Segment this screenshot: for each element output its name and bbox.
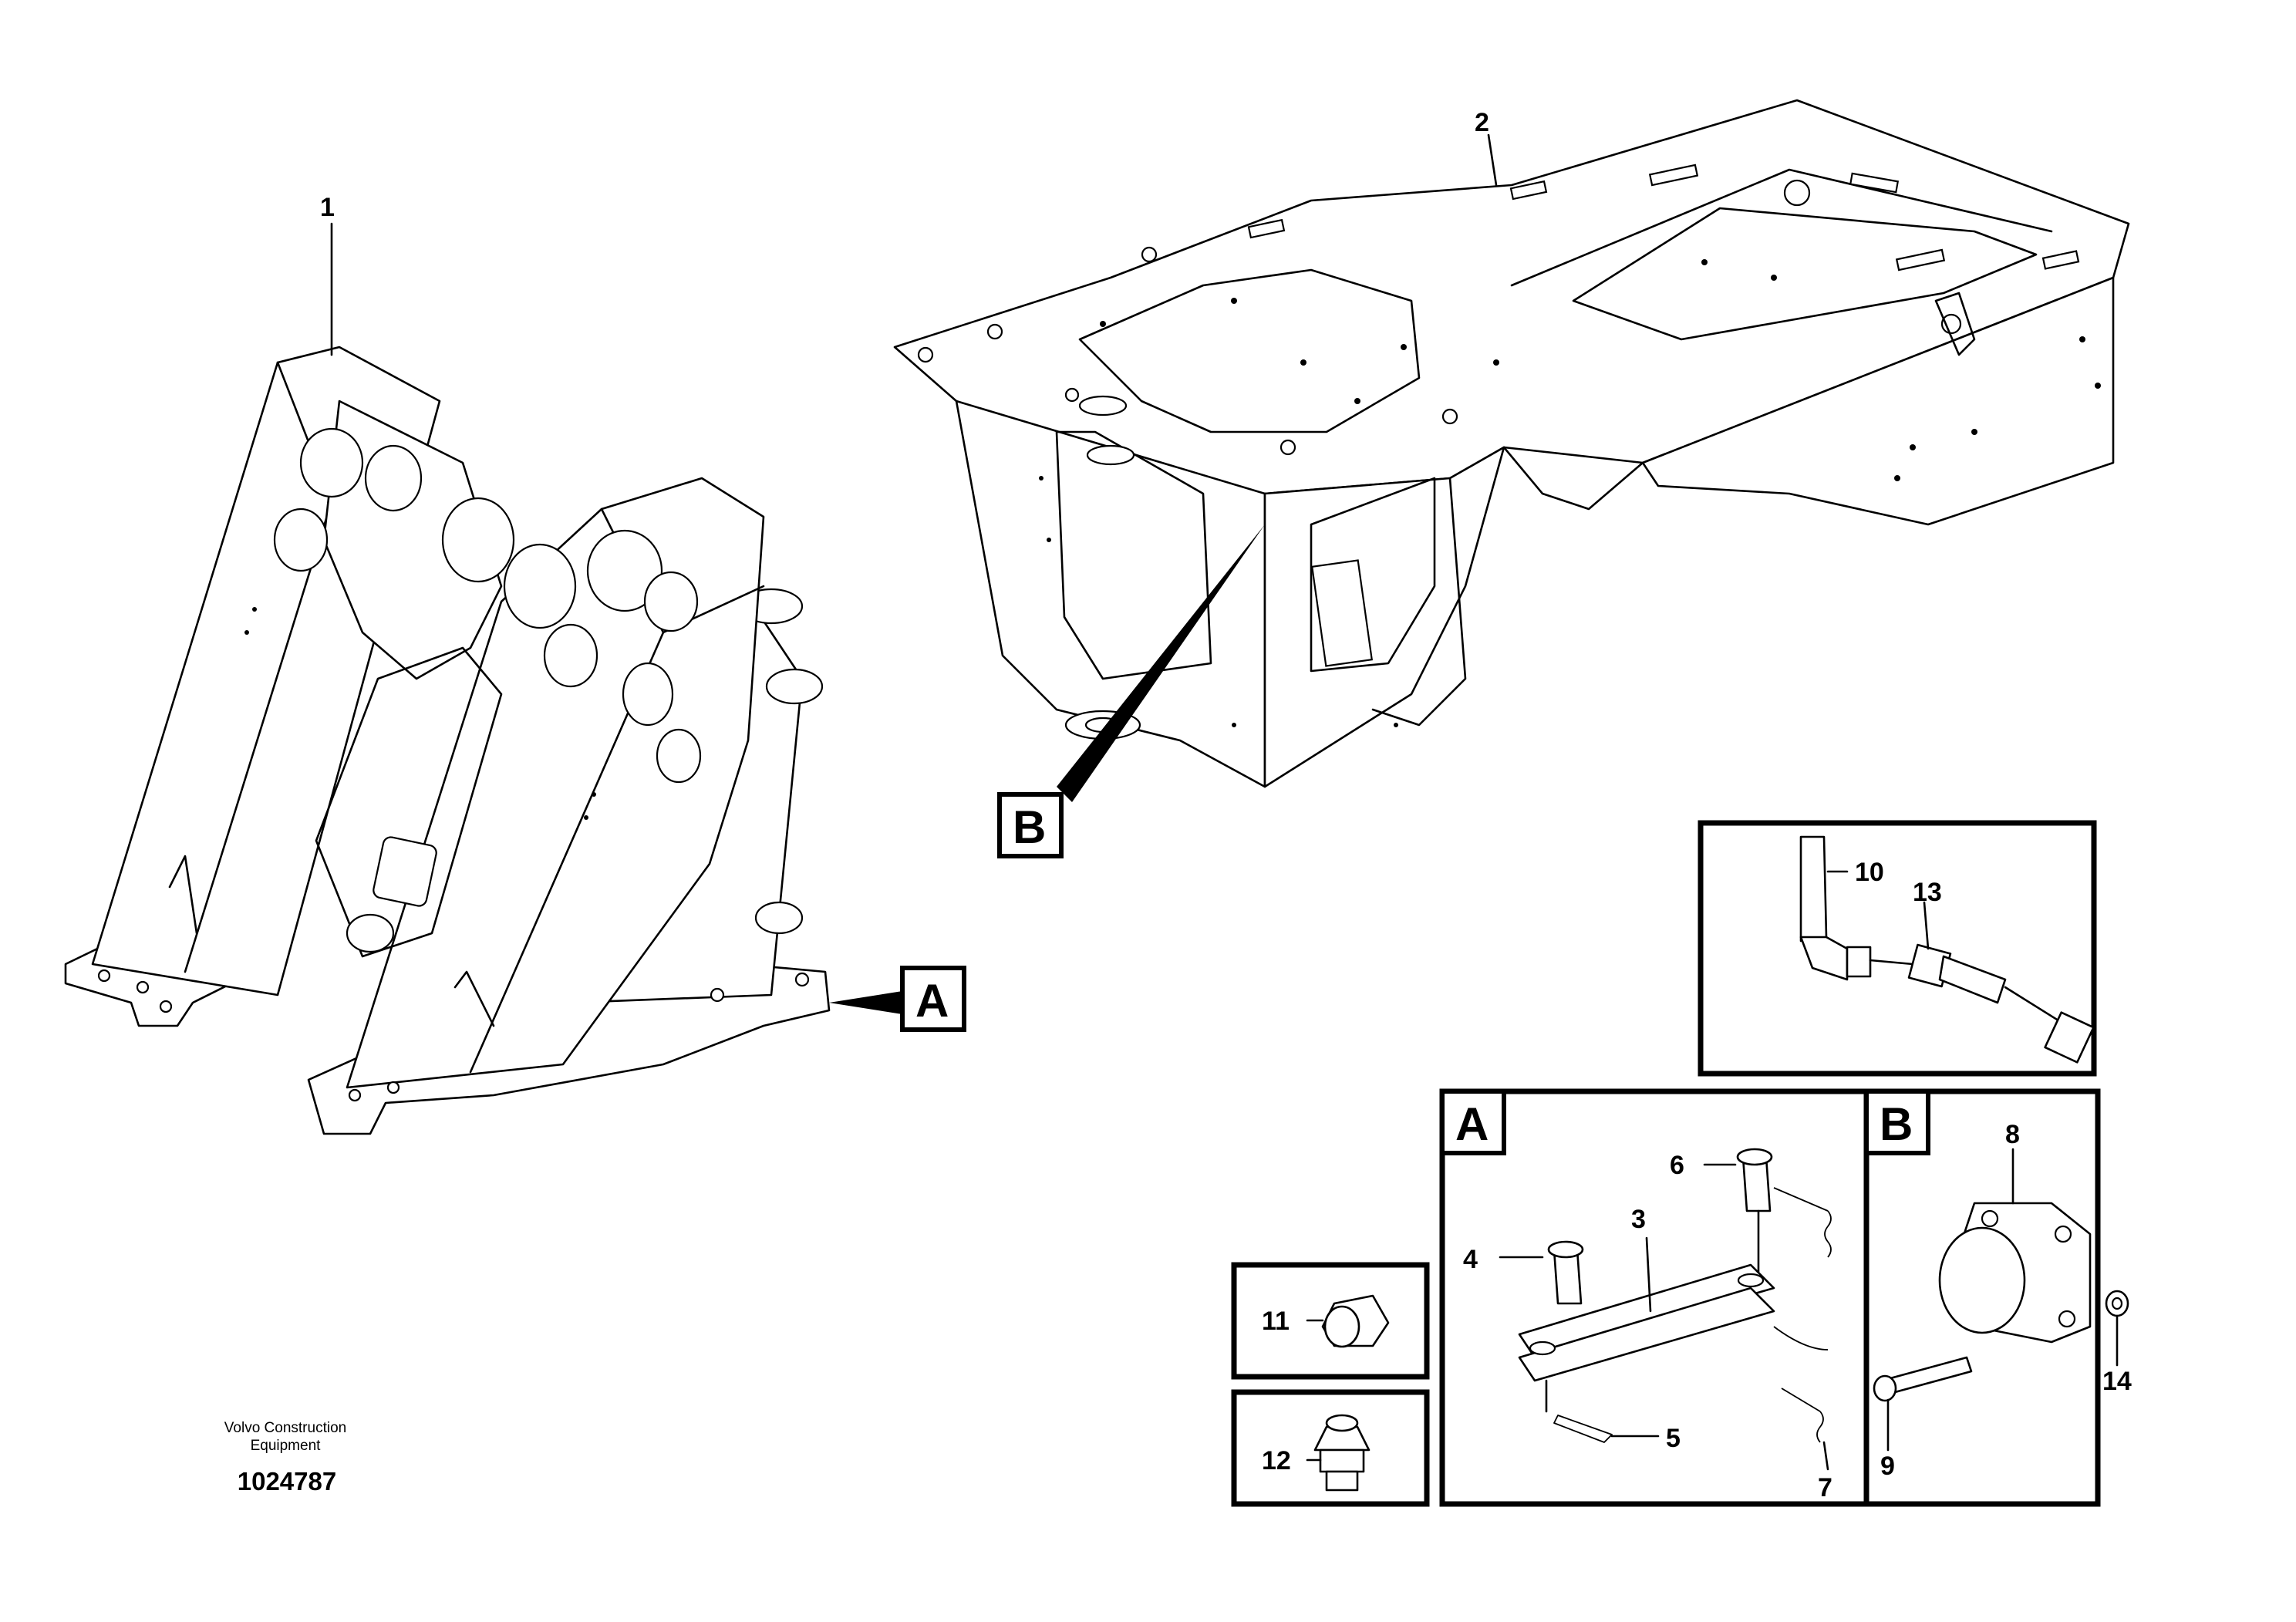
tag-a-label: A — [915, 975, 949, 1027]
callout-2: 2 — [1475, 108, 1489, 137]
rear-frame-part — [893, 99, 2130, 788]
front-frame-part — [64, 346, 831, 1135]
tag-a — [900, 966, 966, 1032]
tag-b-label: B — [1013, 801, 1046, 853]
callout-6: 6 — [1670, 1151, 1684, 1180]
detail-b-cover — [1863, 1088, 2129, 1507]
callout-11: 11 — [1262, 1307, 1290, 1336]
brand-line-2: Equipment — [251, 1438, 322, 1454]
callout-4: 4 — [1463, 1245, 1478, 1274]
drawing-number: 1024787 — [238, 1467, 336, 1496]
callout-8: 8 — [2005, 1120, 2020, 1149]
detail-a-tag: A — [1455, 1098, 1489, 1150]
arrow-to-b — [1057, 524, 1265, 802]
callout-3: 3 — [1631, 1205, 1646, 1234]
detail-grease-nipple-12 — [1231, 1389, 1430, 1507]
detail-nipple-11 — [1231, 1262, 1430, 1380]
leader-2 — [1487, 133, 1498, 187]
callout-7: 7 — [1818, 1473, 1832, 1502]
callout-13: 13 — [1913, 878, 1942, 907]
detail-b-tag: B — [1880, 1098, 1913, 1150]
callout-5: 5 — [1666, 1424, 1681, 1453]
brand-line-1: Volvo Construction — [224, 1420, 346, 1436]
callout-9: 9 — [1880, 1452, 1895, 1481]
detail-hose-fitting — [1698, 820, 2097, 1077]
callout-1: 1 — [320, 193, 335, 222]
arrow-to-a — [829, 991, 902, 1014]
detail-a-link — [1439, 1088, 1870, 1507]
callout-12: 12 — [1262, 1446, 1291, 1475]
callout-10: 10 — [1855, 858, 1884, 887]
callout-14: 14 — [2102, 1367, 2132, 1396]
tag-b — [997, 792, 1064, 858]
